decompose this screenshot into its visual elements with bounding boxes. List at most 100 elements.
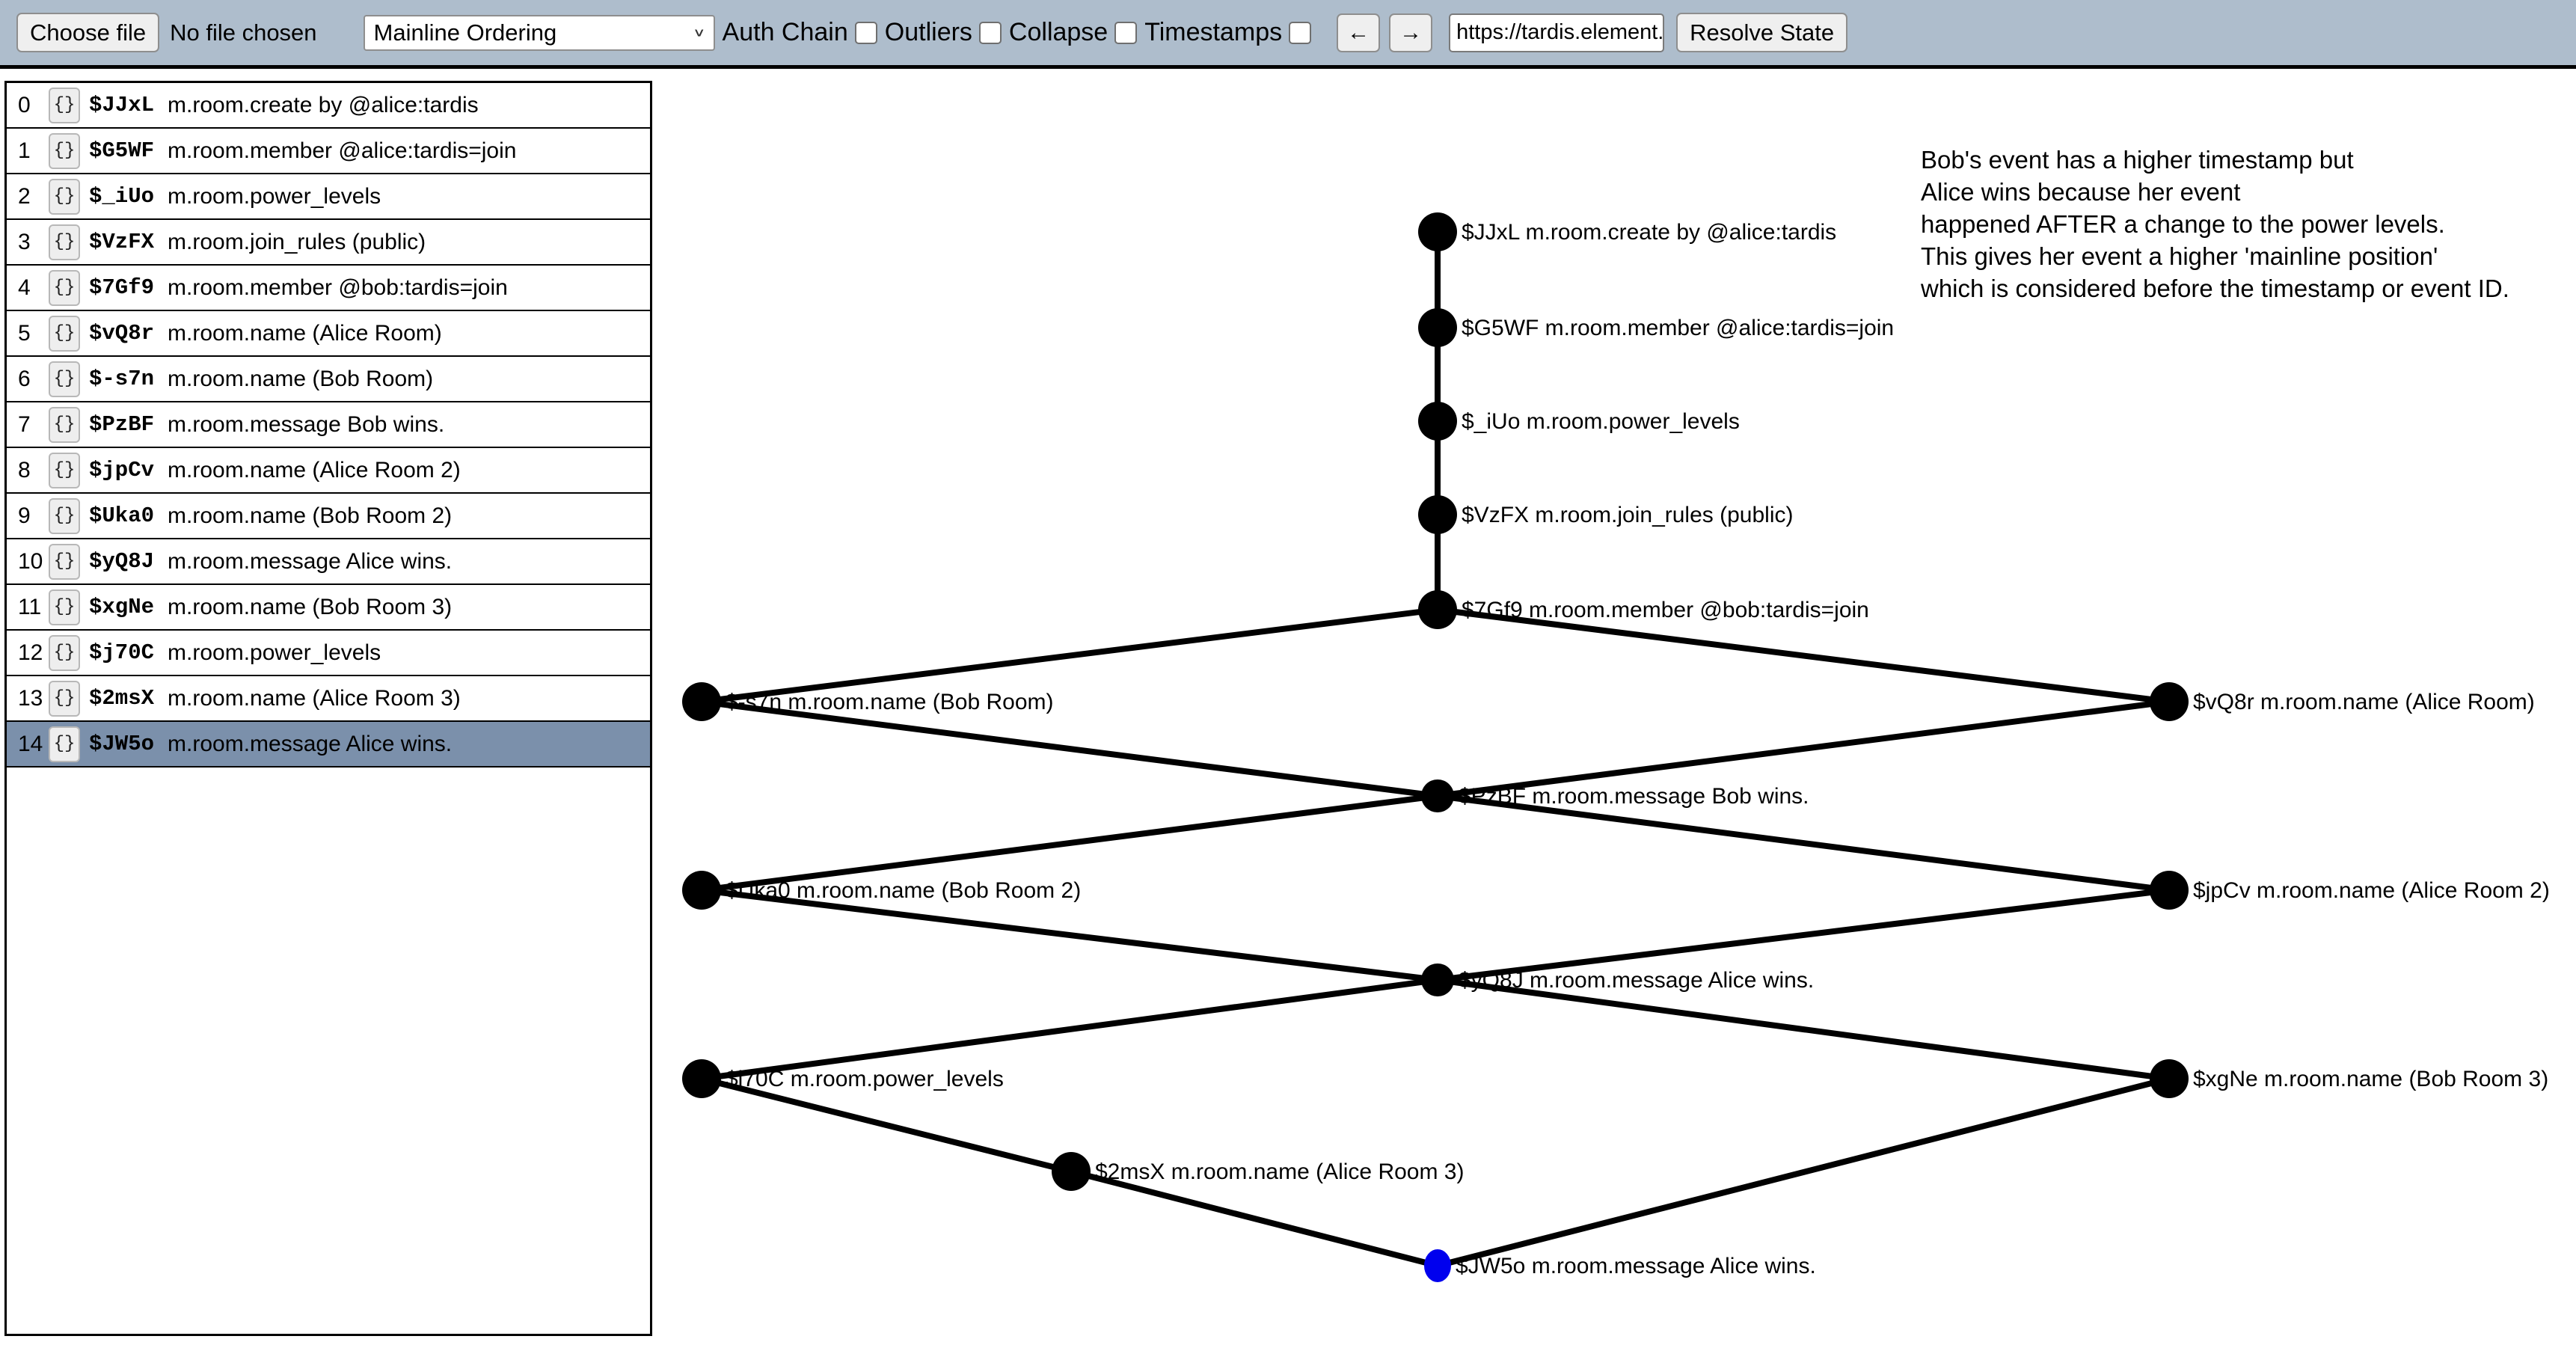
graph-node-dot[interactable] [1052, 1152, 1091, 1191]
graph-node-dot[interactable] [682, 682, 721, 721]
graph-edge [1437, 607, 2170, 705]
graph-node-dot[interactable] [1418, 495, 1457, 534]
event-id: $_iUo [89, 184, 155, 209]
graph-node[interactable]: $_iUo m.room.power_levels [1418, 402, 1740, 441]
graph-node[interactable]: $jpCv m.room.name (Alice Room 2) [2150, 871, 2550, 910]
graph-node-dot[interactable] [2150, 682, 2189, 721]
graph-node-label: $JJxL m.room.create by @alice:tardis [1462, 220, 1836, 245]
event-dag-graph[interactable]: $JJxL m.room.create by @alice:tardis $G5W… [658, 75, 2573, 1347]
event-description: m.room.name (Alice Room 2) [168, 457, 461, 482]
view-json-button[interactable]: {} [49, 315, 80, 352]
view-json-button[interactable]: {} [49, 87, 80, 123]
event-description: m.room.name (Bob Room 2) [168, 503, 453, 528]
event-index: 14 [18, 731, 43, 756]
choose-file-button[interactable]: Choose file [16, 13, 160, 52]
graph-node-label: $yQ8J m.room.message Alice wins. [1459, 968, 1814, 993]
auth-chain-label: Auth Chain [722, 18, 848, 46]
graph-node[interactable]: $-s7n m.room.name (Bob Room) [682, 682, 1054, 721]
graph-node-dot[interactable] [1421, 779, 1454, 812]
graph-node-dot[interactable] [1418, 212, 1457, 251]
graph-node-dot[interactable] [1418, 308, 1457, 347]
resolve-state-button[interactable]: Resolve State [1676, 13, 1848, 52]
view-json-button[interactable]: {} [49, 178, 80, 215]
forward-arrow-button[interactable]: → [1389, 13, 1433, 52]
event-id: $xgNe [89, 595, 155, 619]
graph-node[interactable]: $VzFX m.room.join_rules (public) [1418, 495, 1793, 534]
graph-edge [1437, 699, 2170, 799]
event-id: $JW5o [89, 732, 155, 756]
view-json-button[interactable]: {} [49, 726, 80, 762]
graph-node[interactable]: $JW5o m.room.message Alice wins. [1424, 1249, 1816, 1282]
graph-node[interactable]: $yQ8J m.room.message Alice wins. [1421, 963, 1814, 996]
view-json-button[interactable]: {} [49, 680, 80, 717]
graph-edge [701, 793, 1438, 893]
collapse-label: Collapse [1008, 18, 1108, 46]
outliers-checkbox[interactable] [978, 21, 1002, 44]
graph-node-label: $Uka0 m.room.name (Bob Room 2) [726, 878, 1081, 903]
view-json-button[interactable]: {} [49, 132, 80, 169]
event-index: 10 [18, 548, 43, 574]
event-id: $G5WF [89, 138, 155, 163]
view-json-button[interactable]: {} [49, 224, 80, 260]
graph-node-dot[interactable] [1424, 1249, 1451, 1282]
graph-node-dot[interactable] [1418, 402, 1457, 441]
view-json-button[interactable]: {} [49, 543, 80, 580]
view-json-button[interactable]: {} [49, 406, 80, 443]
outliers-label: Outliers [884, 18, 972, 46]
event-id: $Uka0 [89, 503, 155, 528]
graph-node-dot[interactable] [2150, 871, 2189, 910]
back-arrow-button[interactable]: ← [1337, 13, 1381, 52]
graph-node[interactable]: $2msX m.room.name (Alice Room 3) [1052, 1152, 1464, 1191]
server-url-input[interactable]: https://tardis.element.dev [1449, 13, 1665, 52]
graph-node-dot[interactable] [682, 1059, 721, 1098]
event-index: 6 [18, 366, 31, 391]
graph-edge [701, 699, 1438, 799]
event-id: $VzFX [89, 230, 155, 254]
auth-chain-checkbox[interactable] [854, 21, 877, 44]
graph-node[interactable]: $G5WF m.room.member @alice:tardis=join [1418, 308, 1894, 347]
view-json-button[interactable]: {} [49, 361, 80, 397]
event-id: $yQ8J [89, 549, 155, 574]
view-json-button[interactable]: {} [49, 634, 80, 671]
graph-edge [1070, 1168, 1438, 1269]
graph-node[interactable]: $PzBF m.room.message Bob wins. [1421, 779, 1809, 812]
graph-node[interactable]: $vQ8r m.room.name (Alice Room) [2150, 682, 2535, 721]
toolbar: Choose file No file chosen Mainline Orde… [0, 0, 2576, 69]
view-json-button[interactable]: {} [49, 497, 80, 534]
graph-node[interactable]: $Uka0 m.room.name (Bob Room 2) [682, 871, 1081, 910]
graph-node-dot[interactable] [1421, 963, 1454, 996]
graph-node[interactable]: $JJxL m.room.create by @alice:tardis [1418, 212, 1836, 251]
graph-node[interactable]: $j70C m.room.power_levels [682, 1059, 1004, 1098]
graph-node-dot[interactable] [1418, 590, 1457, 629]
view-json-button[interactable]: {} [49, 589, 80, 625]
graph-node-label: $2msX m.room.name (Alice Room 3) [1095, 1159, 1464, 1184]
ordering-select[interactable]: Mainline Ordering ∨ [363, 14, 715, 51]
graph-node-dot[interactable] [682, 871, 721, 910]
event-id: $-s7n [89, 367, 155, 391]
collapse-checkbox[interactable] [1114, 21, 1138, 44]
graph-node-label: $-s7n m.room.name (Bob Room) [726, 690, 1054, 714]
graph-node-dot[interactable] [2150, 1059, 2189, 1098]
view-json-button[interactable]: {} [49, 452, 80, 488]
timestamps-checkbox[interactable] [1289, 21, 1312, 44]
graph-node[interactable]: $xgNe m.room.name (Bob Room 3) [2150, 1059, 2548, 1098]
view-json-button[interactable]: {} [49, 269, 80, 306]
graph-node[interactable]: $7Gf9 m.room.member @bob:tardis=join [1418, 590, 1869, 629]
